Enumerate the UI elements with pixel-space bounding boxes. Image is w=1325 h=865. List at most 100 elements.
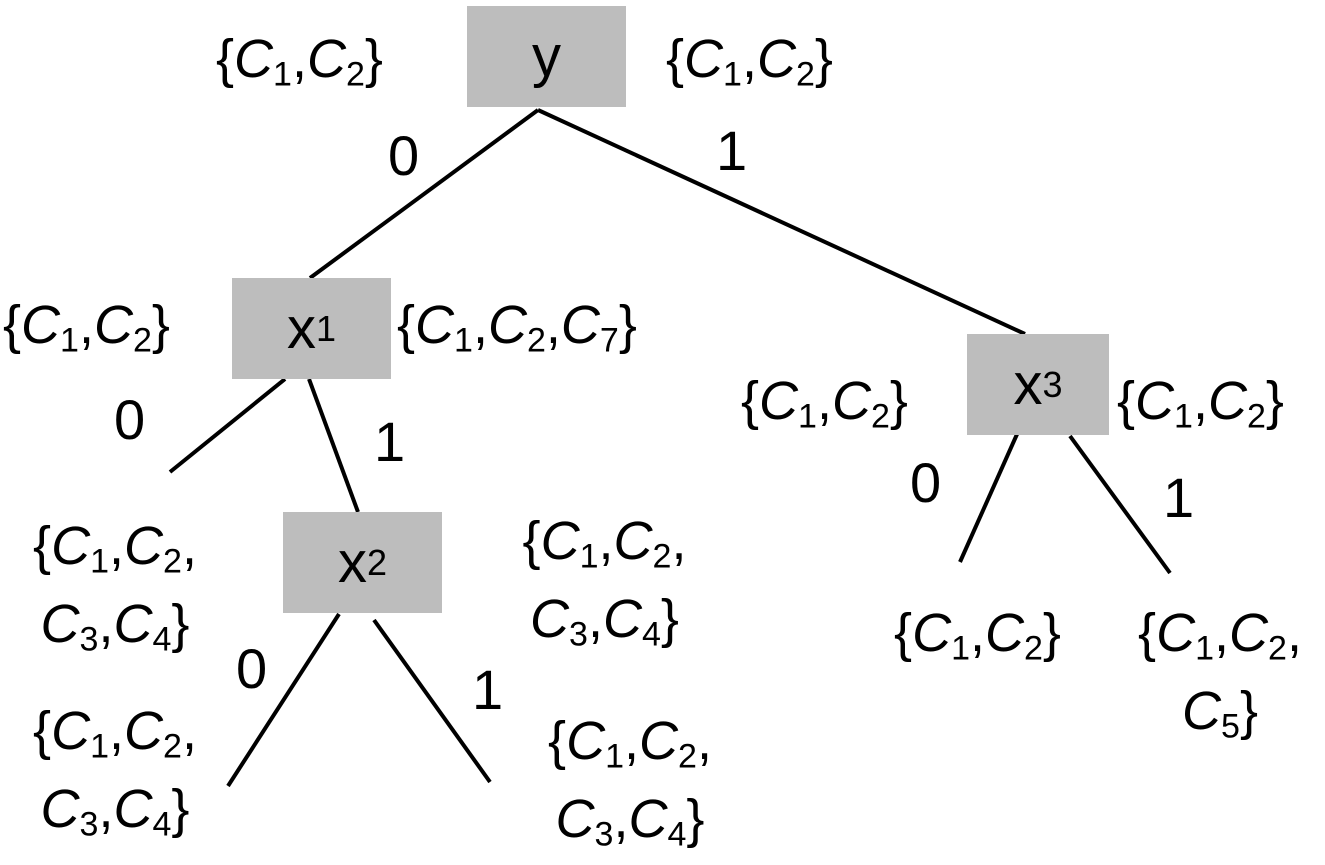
set-line: C3,C4} <box>555 788 705 854</box>
set-element-symbol: C <box>1156 603 1196 663</box>
set-line: {C1,C2} <box>216 29 383 94</box>
set-x3-0-leaf: {C1,C2} <box>870 602 1085 680</box>
node-y-var: y <box>532 23 561 89</box>
edge-x3-0 <box>958 431 1020 563</box>
edge-label-x1-0: 0 <box>114 388 146 451</box>
set-element-symbol: C <box>51 701 91 761</box>
set-y-right: {C1,C2} <box>666 28 833 106</box>
set-element-index: 1 <box>951 629 970 668</box>
set-element-index: 2 <box>1246 397 1266 436</box>
set-element-symbol: C <box>40 778 80 839</box>
edge-x1-0 <box>168 377 287 474</box>
set-x2-1-leaf: {C1,C2, C3,C4} <box>525 710 735 865</box>
set-element-symbol: C <box>234 29 274 89</box>
node-x1-var: x <box>286 295 316 361</box>
set-line: {C1,C2, <box>33 701 197 766</box>
edge-label-x2-1: 1 <box>472 658 504 721</box>
edge-label-y-1: 1 <box>716 119 748 182</box>
set-element-index: 1 <box>454 321 473 360</box>
set-element-symbol: C <box>628 788 668 849</box>
set-element-symbol: C <box>566 711 606 771</box>
set-element-index: 4 <box>152 620 172 658</box>
set-element-index: 2 <box>1024 629 1043 668</box>
edge-x1-1 <box>307 378 360 513</box>
set-element-symbol: C <box>487 295 527 355</box>
edge-label-x3-1: 1 <box>1163 466 1195 529</box>
set-element-symbol: C <box>684 29 724 89</box>
set-element-symbol: C <box>124 516 164 576</box>
edge-x2-1 <box>372 618 492 784</box>
set-element-symbol: C <box>1135 371 1175 431</box>
set-element-index: 2 <box>132 321 152 360</box>
set-element-symbol: C <box>415 295 455 355</box>
set-element-symbol: C <box>113 593 153 654</box>
set-element-symbol: C <box>560 295 600 355</box>
set-element-index: 1 <box>1174 397 1193 436</box>
set-x3-right: {C1,C2} <box>1117 370 1284 448</box>
set-x3-1-leaf: {C1,C2,C5} <box>1115 602 1325 757</box>
set-line: C3,C4} <box>40 593 190 659</box>
set-element-index: 3 <box>79 805 99 843</box>
set-element-symbol: C <box>51 516 91 576</box>
set-element-symbol: C <box>40 593 80 654</box>
set-line: C3,C4} <box>40 778 190 844</box>
set-line: {C1,C2,C7} <box>397 295 637 360</box>
edge-y-1 <box>537 108 1026 336</box>
set-line: C3,C4} <box>530 588 679 654</box>
set-element-index: 2 <box>678 737 697 776</box>
set-element-index: 2 <box>795 55 815 94</box>
set-element-symbol: C <box>602 588 642 649</box>
node-x3-sub: 3 <box>1042 363 1063 405</box>
set-x1-left: {C1,C2} <box>3 294 170 372</box>
set-element-symbol: C <box>530 588 570 649</box>
edge-label-x1-1: 1 <box>374 410 406 473</box>
set-x2-0-leaf: {C1,C2, C3,C4} <box>10 700 220 855</box>
set-element-index: 2 <box>526 321 546 360</box>
set-line: {C1,C2} <box>1117 371 1284 436</box>
node-x2-var: x <box>337 529 367 595</box>
set-element-index: 1 <box>273 55 292 94</box>
set-line: {C1,C2, <box>1138 603 1302 668</box>
set-x2-right: {C1,C2, C3,C4} <box>502 510 707 665</box>
set-element-index: 1 <box>605 737 624 776</box>
set-element-symbol: C <box>756 29 796 89</box>
set-element-index: 2 <box>1268 629 1287 668</box>
set-element-symbol: C <box>759 371 799 431</box>
set-element-index: 1 <box>90 727 109 766</box>
set-line: {C1,C2, <box>522 511 687 576</box>
node-x2-sub: 2 <box>366 541 388 583</box>
set-element-index: 2 <box>652 537 672 576</box>
set-element-index: 3 <box>79 620 99 658</box>
set-element-index: 7 <box>599 321 619 360</box>
set-element-symbol: C <box>93 295 133 355</box>
edge-label-y-0: 0 <box>388 124 420 187</box>
set-element-index: 1 <box>1195 629 1214 668</box>
set-element-symbol: C <box>1207 371 1247 431</box>
set-element-symbol: C <box>831 371 871 431</box>
set-element-symbol: C <box>555 788 595 849</box>
set-x1-right: {C1,C2,C7} <box>397 294 637 372</box>
set-element-index: 1 <box>579 537 599 576</box>
set-element-index: 2 <box>345 55 365 94</box>
set-element-index: 2 <box>163 542 182 581</box>
set-element-symbol: C <box>639 711 679 771</box>
set-element-symbol: C <box>613 511 653 571</box>
set-element-symbol: C <box>21 295 61 355</box>
set-line: {C1,C2} <box>741 371 908 436</box>
set-element-index: 5 <box>1221 707 1240 745</box>
set-line: {C1,C2} <box>3 295 170 360</box>
set-line: {C1,C2, <box>548 711 712 776</box>
edge-y-0 <box>308 108 540 280</box>
set-element-index: 1 <box>723 55 742 94</box>
set-y-left: {C1,C2} <box>216 28 383 106</box>
set-element-symbol: C <box>912 603 952 663</box>
set-element-symbol: C <box>985 603 1024 663</box>
set-element-index: 4 <box>667 815 687 853</box>
edge-label-x2-0: 0 <box>236 637 268 700</box>
set-line: {C1,C2} <box>666 29 833 94</box>
